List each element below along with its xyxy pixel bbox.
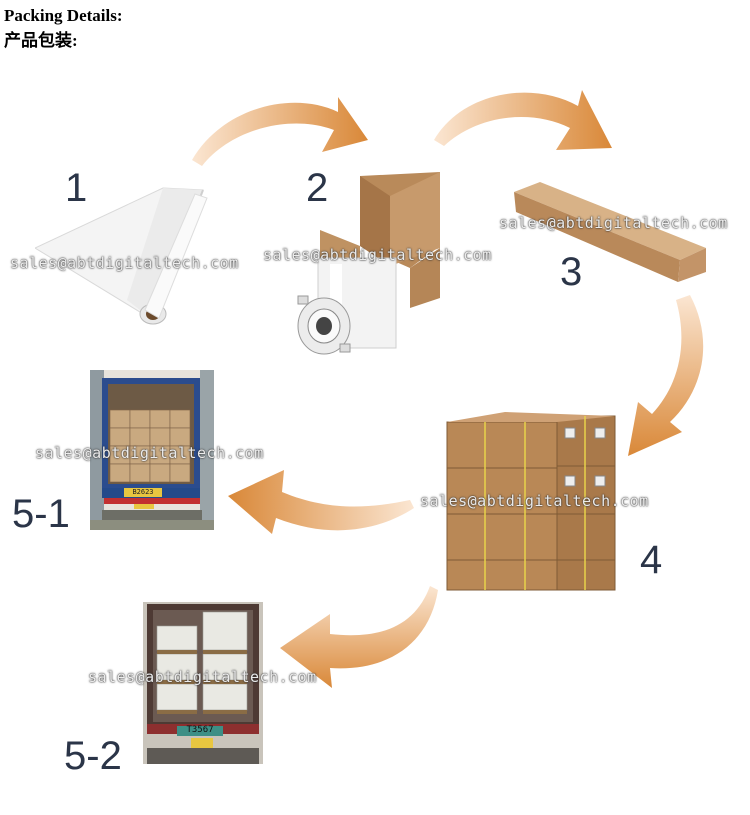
- watermark-5: sales@abtdigitaltech.com: [420, 492, 649, 510]
- step-2-label: 2: [306, 166, 329, 210]
- watermark-6: sales@abtdigitaltech.com: [88, 668, 317, 686]
- packing-details-title: Packing Details:: [4, 6, 123, 25]
- roll-in-box-image: [297, 172, 440, 355]
- watermark-3: sales@abtdigitaltech.com: [499, 214, 728, 232]
- arrow-3-to-4: [628, 295, 704, 456]
- step-1-label: 1: [65, 166, 88, 210]
- packing-details-title-chinese: 产品包装:: [4, 31, 78, 50]
- step-5-2-label: 5-2: [64, 734, 122, 778]
- watermark-2: sales@abtdigitaltech.com: [263, 246, 492, 264]
- carton-box-image: [514, 182, 706, 282]
- step-3-label: 3: [560, 250, 583, 294]
- truck-5-1-photo: B2623: [90, 370, 214, 530]
- arrow-2-to-3: [434, 90, 612, 150]
- truck-5-1-plate: B2623: [132, 488, 154, 496]
- watermark-4: sales@abtdigitaltech.com: [35, 444, 264, 462]
- arrow-4-to-5-2: [280, 586, 438, 688]
- step-5-1-label: 5-1: [12, 492, 70, 536]
- pallet-boxes-image: [446, 412, 616, 591]
- film-roll-image: [35, 187, 208, 325]
- step-4-label: 4: [640, 538, 663, 582]
- arrow-1-to-2: [192, 97, 368, 166]
- truck-5-2-photo: T3567: [143, 602, 263, 764]
- watermark-1: sales@abtdigitaltech.com: [10, 254, 239, 272]
- arrow-4-to-5-1: [228, 470, 414, 534]
- truck-5-2-plate: T3567: [186, 725, 214, 735]
